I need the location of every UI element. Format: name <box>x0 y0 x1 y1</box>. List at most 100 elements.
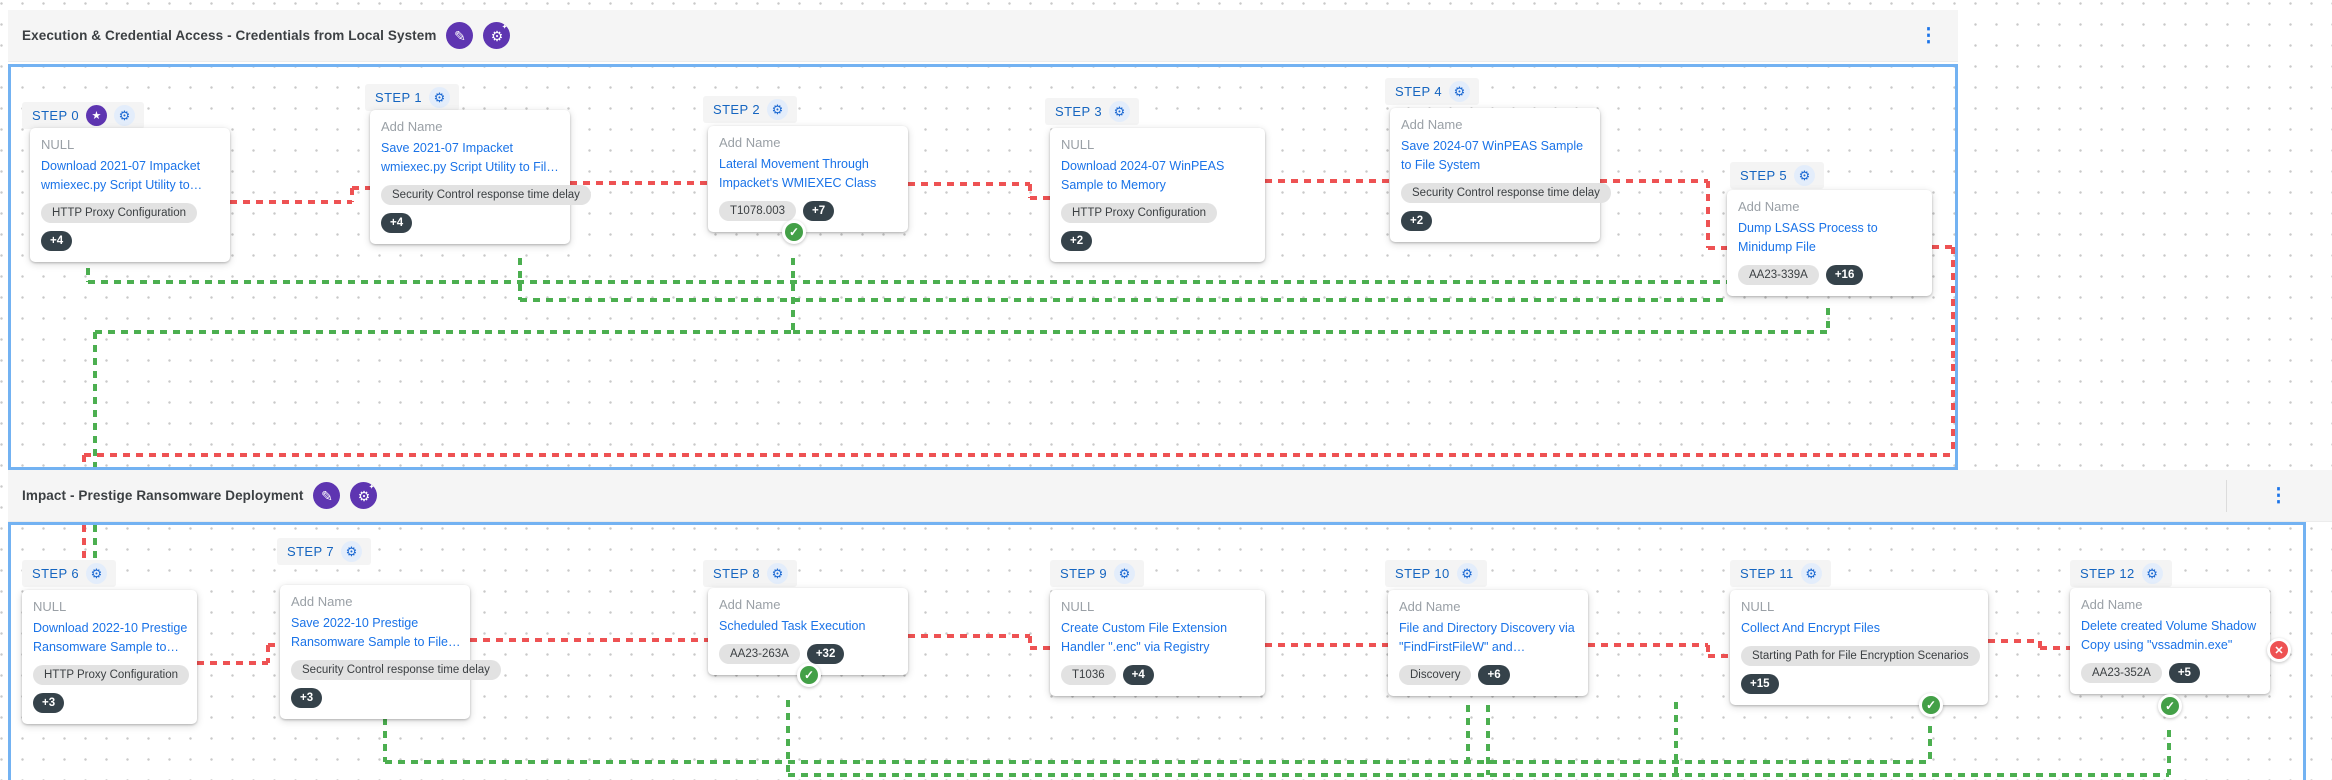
pencil-icon: ✎ <box>454 27 466 44</box>
badge-row: +4 <box>41 231 219 251</box>
card-name-placeholder: Add Name <box>719 597 781 612</box>
scenario-link-line: Delete created Volume Shadow <box>2081 619 2257 633</box>
success-check-icon: ✓ <box>2158 694 2182 718</box>
red-dashed-connector <box>1708 246 1727 250</box>
card-name-placeholder: Add Name <box>1401 117 1463 132</box>
more-count-badge[interactable]: +6 <box>1478 665 1510 685</box>
step-settings-gear-icon[interactable]: ⚙ <box>766 563 788 584</box>
step-settings-gear-icon[interactable]: ⚙ <box>113 105 135 126</box>
more-count-badge[interactable]: +2 <box>1401 211 1433 231</box>
scenario-link-line: Scheduled Task Execution <box>719 619 866 633</box>
step-settings-gear-icon[interactable]: ⚙ <box>1448 81 1470 102</box>
scenario-link-line: Collect And Encrypt Files <box>1741 621 1880 635</box>
red-dashed-connector <box>1588 643 1708 647</box>
step-settings-gear-icon[interactable]: ⚙ <box>1108 101 1130 122</box>
step-10-header: STEP 10⚙ <box>1385 560 1487 587</box>
more-count-badge[interactable]: +4 <box>1122 665 1154 685</box>
red-dashed-connector <box>1265 643 1388 647</box>
step-1-header: STEP 1 ⚙ <box>365 84 459 111</box>
step-settings-gear-icon[interactable]: ⚙ <box>2141 563 2163 584</box>
parameter-chip: Security Control response time delay <box>1401 183 1611 203</box>
scenario-link[interactable]: Scheduled Task Execution <box>719 617 897 636</box>
scenario-link-line: Download 2024-07 WinPEAS <box>1061 159 1225 173</box>
more-count-badge[interactable]: +3 <box>291 688 323 708</box>
more-count-badge[interactable]: +4 <box>41 231 73 251</box>
edit-section-button[interactable]: ✎ <box>446 22 474 49</box>
more-count-badge[interactable]: +7 <box>803 201 835 221</box>
step-5-header: STEP 5 ⚙ <box>1730 162 1824 189</box>
scenario-link-line: Download 2021-07 Impacket <box>41 159 201 173</box>
step-label: STEP 5 <box>1740 168 1787 183</box>
parameter-chip: T1036 <box>1061 665 1116 685</box>
step-settings-gear-icon[interactable]: ⚙ <box>766 99 788 120</box>
step-8-header: STEP 8 ⚙ <box>703 560 797 587</box>
more-count-badge[interactable]: +5 <box>2168 663 2200 683</box>
scenario-link[interactable]: Collect And Encrypt Files <box>1741 619 1977 638</box>
more-count-badge[interactable]: +4 <box>381 213 413 233</box>
red-dashed-connector <box>470 638 708 642</box>
red-dashed-connector <box>82 525 86 562</box>
section-menu-kebab-icon[interactable]: ⋮ <box>2269 485 2288 506</box>
more-count-badge[interactable]: +2 <box>1061 231 1093 251</box>
green-dashed-connector <box>383 718 387 762</box>
step-settings-gear-icon[interactable]: ⚙ <box>1793 165 1815 186</box>
step-settings-gear-icon[interactable]: ⚙ <box>1800 563 1822 584</box>
red-dashed-connector <box>570 181 708 185</box>
step-settings-gear-icon[interactable]: ⚙ <box>428 87 450 108</box>
more-count-badge[interactable]: +15 <box>1741 674 1779 694</box>
edit-section-button[interactable]: ✎ <box>313 482 341 509</box>
badge-row: +3 <box>291 688 459 708</box>
scenario-link[interactable]: File and Directory Discovery via"FindFir… <box>1399 619 1577 657</box>
more-count-badge[interactable]: +32 <box>806 644 845 664</box>
scenario-link-line: Dump LSASS Process to <box>1738 221 1878 235</box>
badge-row: +3 <box>33 693 186 713</box>
step-label: STEP 1 <box>375 90 422 105</box>
green-dashed-connector <box>788 773 2169 777</box>
star-icon[interactable]: ★ <box>85 105 107 126</box>
section-menu-kebab-icon[interactable]: ⋮ <box>1919 25 1938 46</box>
card-name-placeholder: Add Name <box>2081 597 2143 612</box>
green-dashed-connector <box>786 700 790 775</box>
step-label: STEP 8 <box>713 566 760 581</box>
more-count-badge[interactable]: +3 <box>33 693 65 713</box>
step-settings-gear-icon[interactable]: ⚙ <box>85 563 107 584</box>
step-settings-gear-icon[interactable]: ⚙ <box>340 541 362 562</box>
more-count-badge[interactable]: +16 <box>1825 265 1864 285</box>
section-title: Execution & Credential Access - Credenti… <box>22 28 437 43</box>
auto-configure-button[interactable]: ⚙✦ <box>483 22 511 49</box>
card-name-placeholder: NULL <box>1061 137 1095 152</box>
card-name-placeholder: Add Name <box>381 119 443 134</box>
auto-configure-button[interactable]: ⚙✦ <box>350 482 378 509</box>
step-label: STEP 3 <box>1055 104 1102 119</box>
chip-row: T1078.003+7 <box>719 201 897 221</box>
step-settings-gear-icon[interactable]: ⚙ <box>1456 563 1478 584</box>
step-settings-gear-icon[interactable]: ⚙ <box>1113 563 1135 584</box>
chip-row: HTTP Proxy Configuration <box>1061 203 1254 223</box>
green-dashed-connector <box>385 760 1930 764</box>
parameter-chip: Security Control response time delay <box>381 185 591 205</box>
section-panel-2 <box>8 522 2306 780</box>
